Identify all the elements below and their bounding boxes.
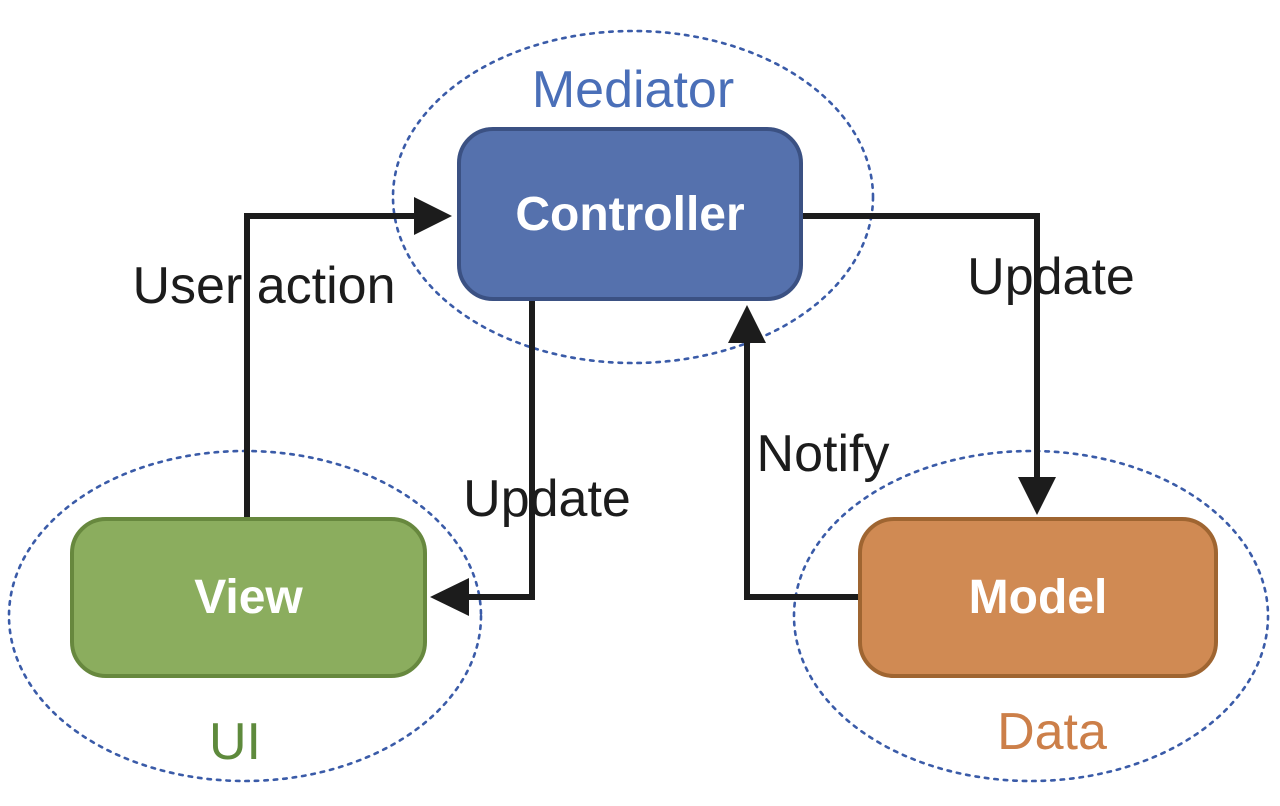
update-model-edge-label: Update	[967, 248, 1135, 306]
model-node-label: Model	[968, 571, 1108, 624]
controller-node: Controller	[457, 127, 803, 301]
ui-group-label: UI	[209, 713, 261, 771]
data-group-ellipse	[792, 449, 1270, 783]
user-action-edge-label: User action	[132, 257, 396, 315]
update-model-arrowhead-icon	[1018, 477, 1056, 515]
mediator-group-label: Mediator	[531, 61, 735, 119]
user-action-arrowhead-icon	[414, 197, 452, 235]
notify-edge-label: Notify	[756, 425, 890, 483]
view-node: View	[70, 517, 427, 678]
data-group-label: Data	[997, 703, 1107, 761]
controller-node-label: Controller	[515, 187, 745, 241]
notify-edge-line	[744, 341, 858, 600]
update-view-edge-label: Update	[463, 470, 631, 528]
view-node-label: View	[194, 571, 303, 624]
notify-arrowhead-icon	[728, 305, 766, 343]
update-model-edge-line	[803, 213, 1040, 478]
model-node: Model	[858, 517, 1218, 678]
mediator-group-ellipse	[391, 29, 875, 365]
user-action-edge-line	[244, 213, 416, 517]
update-view-arrowhead-icon	[430, 578, 469, 616]
update-view-edge-line	[468, 301, 535, 600]
